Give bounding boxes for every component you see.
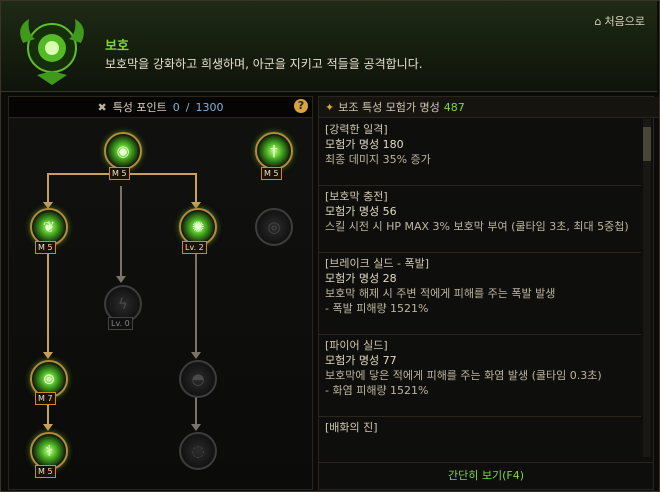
skill-badge-4: Lv. 2 [182, 241, 207, 254]
spiral-icon: ⊚ [42, 370, 56, 388]
arrow-n8 [191, 352, 201, 359]
home-label: 처음으로 [604, 15, 645, 28]
trait-entry: [강력한 일격] 모험가 명성 180 최종 데미지 35% 증가 [319, 119, 641, 186]
trait-requirement: 모험가 명성 180 [325, 138, 404, 151]
trait-description: 최종 데미지 35% 증가 [325, 153, 431, 166]
home-button[interactable]: ⌂ 처음으로 [595, 13, 645, 29]
trait-entry: [파이어 실드] 모험가 명성 77 보호막에 닿은 적에게 피해를 주는 화염… [319, 335, 641, 417]
trait-points-current: 0 [172, 100, 180, 114]
orb-icon: ◉ [116, 142, 130, 160]
trait-points-bar: ✖ 특성 포인트 0 / 1300 [9, 97, 312, 118]
protection-emblem-icon [13, 13, 91, 87]
lightning-icon: ϟ [118, 295, 128, 313]
trait-list[interactable]: [강력한 일격] 모험가 명성 180 최종 데미지 35% 증가 [보호막 충… [319, 119, 641, 459]
skill-node-6[interactable]: ϟ [104, 285, 142, 323]
arrow-n6 [116, 276, 126, 283]
trait-name: [브레이크 실드 - 폭발] [325, 257, 430, 270]
brief-view-button[interactable]: 간단히 보기(F4) [319, 462, 653, 489]
trait-description-detail: - 폭발 피해량 1521% [325, 302, 429, 315]
trait-name: [파이어 실드] [325, 339, 388, 352]
scrollbar-thumb[interactable] [643, 127, 651, 161]
skill-node-1[interactable]: ◉ [104, 132, 142, 170]
scrollbar-track[interactable] [643, 119, 651, 457]
trait-requirement: 모험가 명성 56 [325, 205, 397, 218]
skill-badge-9: M 5 [35, 465, 56, 478]
trait-points-max: 1300 [195, 100, 224, 114]
leaf-icon: ❦ [42, 218, 56, 236]
header: 보호 보호막을 강화하고 희생하며, 아군을 지키고 적들을 공격합니다. ⌂ … [1, 1, 657, 92]
fame-header: ✦ 보조 특성 모험가 명성 487 [319, 97, 659, 118]
skill-tree: ◉ M 5 † M 5 ❦ M 5 ✺ Lv. 2 ◎ ϟ Lv. 0 ⊚ M … [8, 96, 311, 488]
fame-value: 487 [443, 100, 465, 114]
trait-requirement: 모험가 명성 28 [325, 272, 397, 285]
skill-badge-3: M 5 [35, 241, 56, 254]
skill-badge-1: M 5 [109, 167, 130, 180]
arrow-n3 [43, 202, 53, 209]
trait-points-label: 특성 포인트 [112, 101, 167, 114]
arrow-n7 [43, 352, 53, 359]
skill-node-5[interactable]: ◎ [255, 208, 293, 246]
connector-n1-n3 [47, 173, 120, 204]
fame-icon: ✦ [325, 100, 335, 114]
page-description: 보호막을 강화하고 희생하며, 아군을 지키고 적들을 공격합니다. [105, 57, 423, 71]
skill-node-9[interactable]: ⚕ [30, 432, 68, 470]
home-icon: ⌂ [594, 14, 602, 28]
skill-node-7[interactable]: ⊚ [30, 360, 68, 398]
trait-entry: [보호막 충전] 모험가 명성 56 스킬 시전 시 HP MAX 3% 보호막… [319, 186, 641, 253]
staff-icon: ⚕ [44, 442, 54, 460]
trait-name: [보호막 충전] [325, 190, 388, 203]
trait-description-detail: - 화염 피해량 1521% [325, 384, 429, 397]
trait-description: 보호막 해제 시 주변 적에게 피해를 주는 폭발 발생 [325, 287, 556, 300]
trait-description: 보호막에 닿은 적에게 피해를 주는 화염 발생 (쿨타임 0.3초) [325, 369, 602, 382]
fame-label: 보조 특성 모험가 명성 [338, 101, 440, 114]
trait-points-separator: / [185, 100, 190, 114]
connector-n1-n4 [120, 173, 197, 204]
trait-detail-panel: ✦ 보조 특성 모험가 명성 487 [강력한 일격] 모험가 명성 180 최… [318, 96, 659, 490]
trait-requirement: 모험가 명성 77 [325, 354, 397, 367]
help-icon[interactable]: ? [294, 99, 308, 113]
trait-name: [강력한 일격] [325, 123, 388, 136]
sword-icon: † [270, 142, 278, 160]
shield-icon: ◓ [191, 370, 205, 388]
page-title: 보호 [105, 39, 129, 54]
trait-entry: [배화의 진] [319, 417, 641, 459]
trait-name: [배화의 진] [325, 421, 378, 434]
ring-icon: ◎ [267, 218, 281, 236]
skill-node-2[interactable]: † [255, 132, 293, 170]
skill-node-4[interactable]: ✺ [179, 208, 217, 246]
crossed-swords-icon: ✖ [97, 100, 107, 114]
trait-entry: [브레이크 실드 - 폭발] 모험가 명성 28 보호막 해제 시 주변 적에게… [319, 253, 641, 335]
circle-icon: ◌ [191, 442, 205, 460]
skill-badge-7: M 7 [35, 392, 56, 405]
arrow-n9 [43, 424, 53, 431]
skill-badge-2: M 5 [261, 167, 282, 180]
trait-description: 스킬 시전 시 HP MAX 3% 보호막 부여 (쿨타임 3초, 최대 5중첩… [325, 220, 629, 233]
skill-badge-6: Lv. 0 [108, 317, 133, 330]
skill-node-10[interactable]: ◌ [179, 432, 217, 470]
arrow-n4 [191, 202, 201, 209]
arrow-n10 [191, 424, 201, 431]
skill-node-8[interactable]: ◓ [179, 360, 217, 398]
sprout-icon: ✺ [191, 218, 205, 236]
